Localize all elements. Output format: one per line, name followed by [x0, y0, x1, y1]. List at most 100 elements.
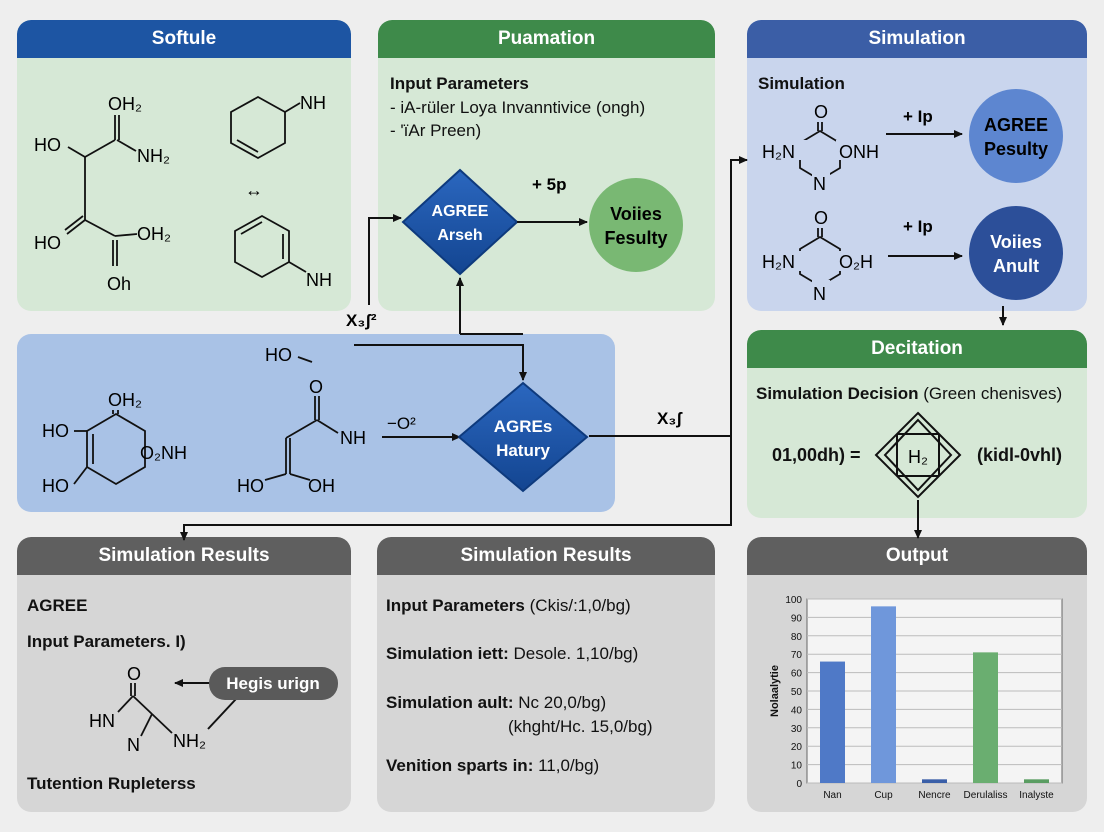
y-tick-label: 100	[785, 595, 802, 606]
molecule-9	[117, 683, 173, 737]
results-1-input-parameters: Input Parameters. I)	[27, 632, 186, 651]
m6-ho: HO	[237, 476, 264, 496]
puamation-arrow-label: + 5p	[532, 175, 567, 194]
x-tick-label: Derulaliss	[964, 790, 1008, 801]
hegis-urign-pill[interactable]	[209, 667, 338, 700]
input-parameters-heading: Input Parameters	[390, 74, 529, 93]
bar-nan	[820, 661, 845, 783]
decision-center: H₂	[908, 447, 928, 467]
results-2-row-4: (khght/Hc. 15,0/bg)	[508, 717, 653, 736]
softule-panel: Softule	[17, 20, 351, 311]
voiies-fesulty-circle[interactable]	[589, 178, 683, 272]
m8-o2h: O₂H	[839, 252, 873, 272]
decision-heading-rest: (Green chenisves)	[923, 384, 1063, 403]
sim-arrow-2-label: + Ip	[903, 217, 933, 236]
left-x-label: X₃ʃ²	[346, 311, 377, 330]
m1-oh2: OH₂	[108, 94, 142, 114]
softule-header: Softule	[17, 20, 351, 58]
puamation-panel: Puamation Input Parameters - iA-rüler Lo…	[378, 20, 715, 311]
m3-oh2: OH₂	[137, 224, 171, 244]
sim-arrow-1-label: + Ip	[903, 107, 933, 126]
x-tick-label: Nan	[823, 790, 841, 801]
x-tick-label: Nencre	[918, 790, 951, 801]
m5-ho-2: HO	[42, 476, 69, 496]
simulation-header: Simulation	[747, 20, 1087, 58]
m7-h2n: H₂N	[762, 142, 795, 162]
row-3-value: Nc 20,0/bg)	[518, 693, 607, 712]
connector-band	[354, 344, 527, 381]
molecule-6	[264, 356, 339, 481]
m9-nh2: NH₂	[173, 731, 206, 751]
x-tick-label: Cup	[874, 790, 893, 801]
m5-oh2: OH₂	[108, 390, 142, 410]
results-1-footer: Tutention Rupleterss	[27, 774, 196, 793]
circle-1-line-2: Fesulty	[604, 228, 667, 248]
y-axis-label: Nolaalytie	[769, 665, 781, 717]
m8-h2n: H₂N	[762, 252, 795, 272]
m6-o: O	[309, 377, 323, 397]
pill-label: Hegis urign	[226, 674, 320, 693]
row-1-key: Input Parameters	[386, 596, 525, 615]
diamond-1-line-1: AGREE	[432, 203, 489, 220]
m5-o2nh: O₂NH	[140, 443, 187, 463]
m7-o: O	[814, 102, 828, 122]
m8-n: N	[813, 284, 826, 304]
bar-cup	[871, 606, 896, 783]
row-5-value: 11,0/bg)	[538, 756, 600, 775]
m6-ho-top: HO	[265, 345, 292, 365]
diamond-2-line-2: Hatury	[496, 441, 550, 460]
decitation-panel: Decitation Simulation Decision (Green ch…	[747, 330, 1087, 518]
m1-ho: HO	[34, 135, 61, 155]
molecule-2	[230, 95, 301, 160]
y-tick-label: 80	[791, 632, 803, 643]
m5-ho-1: HO	[42, 421, 69, 441]
circle-2-line-1: AGREE	[984, 115, 1048, 135]
bar-inalyste	[1024, 779, 1049, 783]
m6-nh: NH	[340, 428, 366, 448]
decision-right-value: (kidl-0vhl)	[977, 445, 1063, 465]
y-tick-label: 60	[791, 669, 803, 680]
row-5-key: Venition sparts in:	[386, 756, 534, 775]
diamond-2-line-1: AGREs	[494, 417, 553, 436]
decision-heading: Simulation Decision (Green chenisves)	[756, 384, 1062, 404]
connector-x-to-diamond-1	[368, 214, 402, 305]
output-header: Output	[747, 537, 1087, 575]
param-line-1: - iA-rüler Loya Invanntivice (ongh)	[390, 98, 646, 117]
right-x-label: X₃ʃ	[657, 409, 683, 428]
agres-hatury-diamond[interactable]	[457, 381, 589, 493]
decitation-header: Decitation	[747, 330, 1087, 368]
y-tick-label: 70	[791, 650, 803, 661]
m7-n: N	[813, 174, 826, 194]
results-2-row-5: Venition sparts in: 11,0/bg)	[386, 756, 599, 776]
row-1-value: (Ckis/:1,0/bg)	[529, 596, 631, 615]
connector-down-to-results	[180, 436, 732, 541]
results-1-agree: AGREE	[27, 596, 88, 615]
x-tick-label: Inalyste	[1019, 790, 1054, 801]
m6-oh: OH	[308, 476, 335, 496]
param-line-2: - 'ïAr Preen)	[390, 121, 482, 140]
y-tick-label: 10	[791, 761, 803, 772]
results-1-header: Simulation Results	[17, 537, 351, 575]
decision-diamond[interactable]	[874, 411, 962, 499]
m1-nh2: NH₂	[137, 146, 170, 166]
m3-ho: HO	[34, 233, 61, 253]
molecule-1	[64, 115, 138, 266]
circle-3-line-2: Anult	[993, 256, 1039, 276]
y-tick-label: 90	[791, 613, 803, 624]
agree-pesulty-circle[interactable]	[969, 89, 1063, 183]
agree-arseh-diamond[interactable]	[401, 168, 519, 276]
y-tick-label: 40	[791, 705, 803, 716]
puamation-header: Puamation	[378, 20, 715, 58]
m3-oh: Oh	[107, 274, 131, 294]
diamond-1-line-2: Arseh	[437, 227, 482, 244]
y-tick-label: 20	[791, 742, 803, 753]
circle-1-line-1: Voiies	[610, 204, 662, 224]
voiies-anult-circle[interactable]	[969, 206, 1063, 300]
y-tick-label: 50	[791, 687, 803, 698]
bar-derulaliss	[973, 652, 998, 783]
bar-nencre	[922, 779, 947, 783]
decision-left-value: 01,00dh) =	[772, 445, 861, 465]
y-tick-label: 0	[796, 779, 802, 790]
